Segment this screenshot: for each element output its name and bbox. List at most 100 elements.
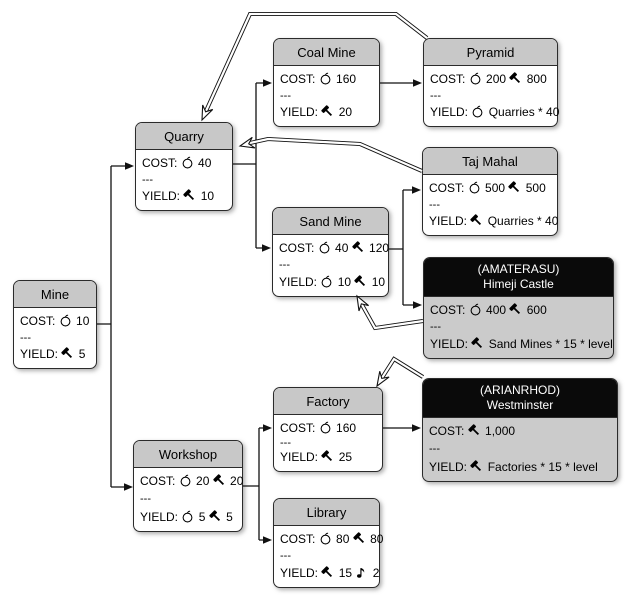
node-body: COST: 160 --- YIELD: 25 [274,415,382,471]
food-icon [182,510,193,523]
production-icon [213,474,224,486]
node-title: Taj Mahal [423,148,557,175]
production-icon [183,189,195,201]
separator-line: --- [429,443,440,455]
production-icon [353,532,364,544]
cost-line: COST: 160 [280,72,357,86]
node-factory: Factory COST: 160 --- YIELD: 25 [273,387,383,472]
production-icon [321,450,333,462]
separator-line: --- [280,436,291,449]
cost-line: COST: 500 500 [429,181,546,195]
food-icon [319,241,330,254]
production-icon [508,181,520,193]
separator-line: --- [429,198,440,211]
node-body: COST: 160 --- YIELD: 20 [274,66,379,126]
node-sand-mine: Sand Mine COST: 40 120 --- YIELD: 10 10 [272,207,389,297]
yield-line: YIELD: 5 [20,347,86,361]
food-icon [180,474,191,487]
node-body: COST: 10 --- YIELD: 5 [14,308,96,368]
node-mine: Mine COST: 10 --- YIELD: 5 [13,280,97,369]
node-body: COST: 40 120 --- YIELD: 10 10 [273,235,390,296]
food-icon [470,72,481,85]
node-body: COST: 1,000 --- YIELD: Factories * 15 * … [423,418,617,481]
node-body: COST: 200 800 --- YIELD: Quarries * 40 [424,66,560,126]
node-subtitle: (AMATERASU) [477,262,560,276]
node-body: COST: 40 --- YIELD: 10 [136,150,232,210]
production-icon [209,510,220,522]
cost-line: COST: 400 600 [430,303,547,317]
boost-arrow-westminster-to-factory [376,356,425,388]
node-header: (ARIANRHOD) Westminster [423,379,617,418]
node-westminster: (ARIANRHOD) Westminster COST: 1,000 --- … [422,378,618,482]
cost-line: COST: 10 [20,314,90,328]
node-title: Westminster [486,398,554,412]
node-body: COST: 400 600 --- YIELD: Sand Mines * 15… [424,297,613,358]
node-body: COST: 500 500 --- YIELD: Quarries * 40 [423,175,559,235]
node-header: (AMATERASU) Himeji Castle [424,258,613,297]
production-icon [509,72,521,84]
cost-line: COST: 200 800 [430,72,547,86]
separator-line: --- [280,89,291,102]
node-title: Quarry [136,123,232,150]
production-icon [471,337,483,349]
boost-arrow-himeji-to-sand-mine [356,294,424,331]
yield-line: YIELD: 20 [280,105,353,119]
production-icon [354,275,366,287]
yield-line: YIELD: Sand Mines * 15 * level [430,337,613,351]
production-icon [321,566,333,578]
node-subtitle: (ARIANRHOD) [480,383,560,397]
yield-line: YIELD: Quarries * 40 [429,214,559,228]
yield-line: YIELD: 5 5 [140,510,233,524]
separator-line: --- [430,89,441,102]
yield-line: YIELD: 25 [280,450,353,464]
food-icon [321,275,332,288]
cost-line: COST: 40 120 [279,241,390,255]
production-icon [321,105,333,117]
food-icon [470,303,481,316]
cost-line: COST: 40 [142,156,212,170]
food-icon [469,181,480,194]
cost-line: COST: 1,000 [429,424,516,438]
node-title: Factory [274,388,382,415]
boost-arrow-taj-mahal-to-quarry [238,136,423,173]
food-icon [472,105,483,118]
separator-line: --- [280,550,291,562]
node-library: Library COST: 80 80 --- YIELD: 15 2 [273,498,384,588]
cost-line: COST: 20 20 [140,474,244,488]
yield-line: YIELD: Factories * 15 * level [429,460,598,474]
yield-line: YIELD: 10 10 [279,275,386,289]
node-pyramid: Pyramid COST: 200 800 --- YIELD: Quarrie… [423,38,560,127]
yield-line: YIELD: 15 2 [280,566,380,580]
node-body: COST: 20 20 --- YIELD: 5 5 [134,468,244,531]
separator-line: --- [142,173,153,186]
production-icon [352,241,363,253]
cost-line: COST: 160 [280,421,357,435]
food-icon [182,156,193,169]
food-icon [60,314,71,327]
yield-line: YIELD: Quarries * 40 [430,105,560,119]
separator-line: --- [140,493,151,505]
production-icon [509,303,521,315]
node-title: Pyramid [424,39,557,66]
node-title: Library [274,499,379,526]
food-icon [320,421,331,434]
node-body: COST: 80 80 --- YIELD: 15 2 [274,526,384,587]
culture-icon [357,568,365,578]
cost-line: COST: 80 80 [280,532,384,546]
food-icon [320,72,331,85]
node-taj-mahal: Taj Mahal COST: 500 500 --- YIELD: Quarr… [422,147,558,236]
node-coal-mine: Coal Mine COST: 160 --- YIELD: 20 [273,38,380,127]
production-icon [468,424,479,436]
separator-line: --- [279,259,290,271]
separator-line: --- [20,331,31,344]
food-icon [320,532,331,545]
node-title: Workshop [134,441,242,468]
node-himeji-castle: (AMATERASU) Himeji Castle COST: 400 600 … [423,257,614,359]
yield-line: YIELD: 10 [142,189,215,203]
node-title: Coal Mine [274,39,379,66]
separator-line: --- [430,321,441,333]
node-title: Sand Mine [273,208,388,235]
production-icon [61,347,73,359]
production-icon [470,214,482,226]
